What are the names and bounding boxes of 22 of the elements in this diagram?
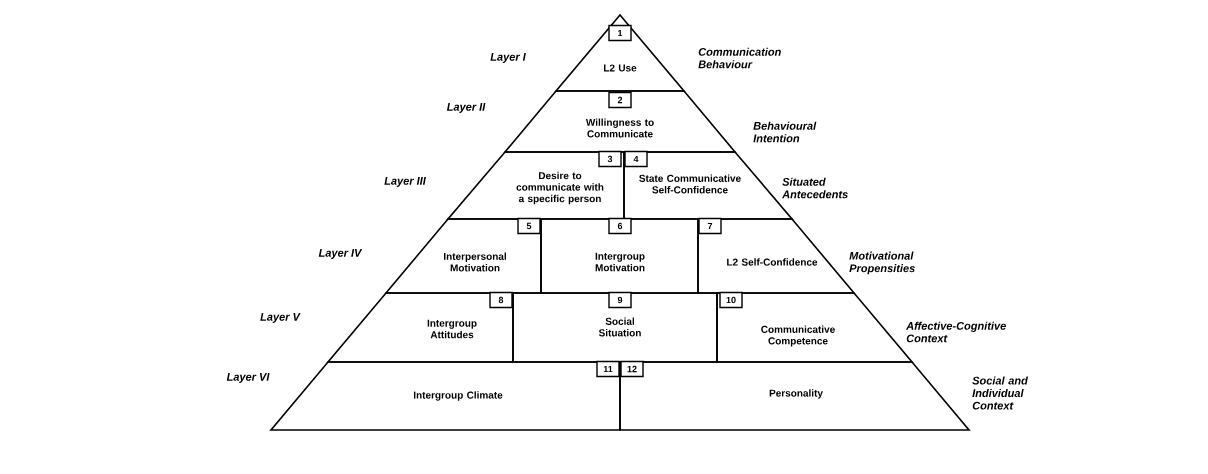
number-box: 6 <box>608 217 632 235</box>
number-box: 9 <box>608 291 632 309</box>
number-box: 1 <box>608 24 632 42</box>
number-box: 5 <box>517 217 541 235</box>
number-box: 12 <box>620 360 644 378</box>
layer-label: Layer III <box>384 177 426 187</box>
number-box: 11 <box>596 360 620 378</box>
number-box: 4 <box>624 150 648 168</box>
number-box: 10 <box>719 291 743 309</box>
layer-label: Layer II <box>446 103 486 113</box>
layer-label: Layer IV <box>318 249 363 259</box>
layer-description: Behavioural Intention <box>753 121 817 143</box>
layer-description: Affective-Cognitive Context <box>906 321 1006 343</box>
number-box: 3 <box>598 150 622 168</box>
number-box: 8 <box>489 291 513 309</box>
number-box: 7 <box>698 217 722 235</box>
layer-label: Layer V <box>260 313 301 323</box>
layer-label: Layer I <box>490 53 526 63</box>
layer-description: Situated Antecedents <box>782 177 848 199</box>
layer-description: Communication Behaviour <box>698 47 781 69</box>
number-box: 2 <box>608 91 632 109</box>
layer-description: Motivational Propensities <box>849 251 915 275</box>
